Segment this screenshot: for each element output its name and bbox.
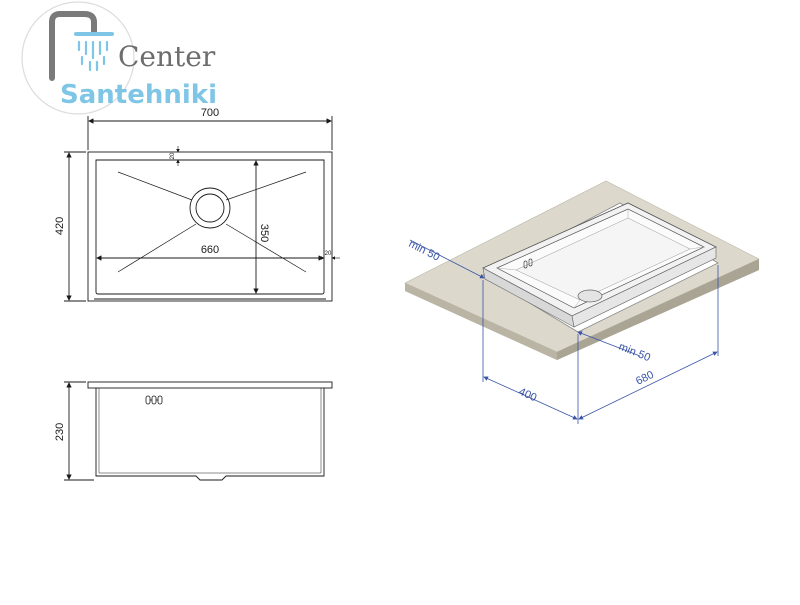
side-view-body bbox=[95, 388, 325, 481]
side-view-rim bbox=[87, 381, 333, 389]
dim-rim-right-label: 20 bbox=[325, 251, 332, 257]
top-view-outer-rim bbox=[87, 151, 333, 302]
iso-dim-680-line bbox=[578, 351, 718, 420]
dim-700 bbox=[87, 116, 333, 150]
logo-ring bbox=[21, 1, 135, 115]
logo-text-center: Center bbox=[118, 40, 216, 73]
iso-overflow-slot-icon bbox=[523, 258, 533, 269]
top-view-slope-lines bbox=[117, 171, 307, 273]
drain-inner bbox=[195, 193, 225, 223]
drain-outer bbox=[189, 187, 231, 229]
dim-420 bbox=[64, 151, 86, 302]
iso-drain-icon bbox=[577, 289, 603, 303]
dim-660-label: 660 bbox=[201, 244, 219, 256]
iso-dim-min-right-label: min 50 bbox=[617, 341, 652, 364]
dim-350-label: 350 bbox=[258, 224, 270, 242]
shower-faucet-icon bbox=[49, 11, 114, 81]
dim-420-label: 420 bbox=[54, 217, 66, 235]
iso-dim-min-top-label: min 50 bbox=[407, 238, 442, 264]
dim-rim-top-label: 20 bbox=[170, 152, 176, 159]
top-view bbox=[64, 116, 340, 302]
sink-bowl-edges bbox=[496, 209, 705, 309]
iso-dim-680-label: 680 bbox=[634, 369, 656, 388]
iso-dimensions bbox=[409, 239, 719, 424]
logo-text-santehniki: Santehniki bbox=[60, 80, 217, 110]
dim-230 bbox=[64, 381, 94, 481]
overflow-slot-icon bbox=[145, 395, 163, 405]
dim-230-label: 230 bbox=[54, 423, 66, 441]
iso-dim-400-label: 400 bbox=[517, 386, 539, 404]
iso-dim-400-line bbox=[483, 376, 578, 420]
iso-dim-min-top-line bbox=[409, 239, 485, 279]
iso-view bbox=[404, 180, 760, 424]
side-view bbox=[64, 381, 333, 481]
dim-700-label: 700 bbox=[201, 107, 219, 119]
brand-logo: Center Santehniki bbox=[21, 1, 217, 115]
top-view-bowl bbox=[95, 159, 325, 295]
